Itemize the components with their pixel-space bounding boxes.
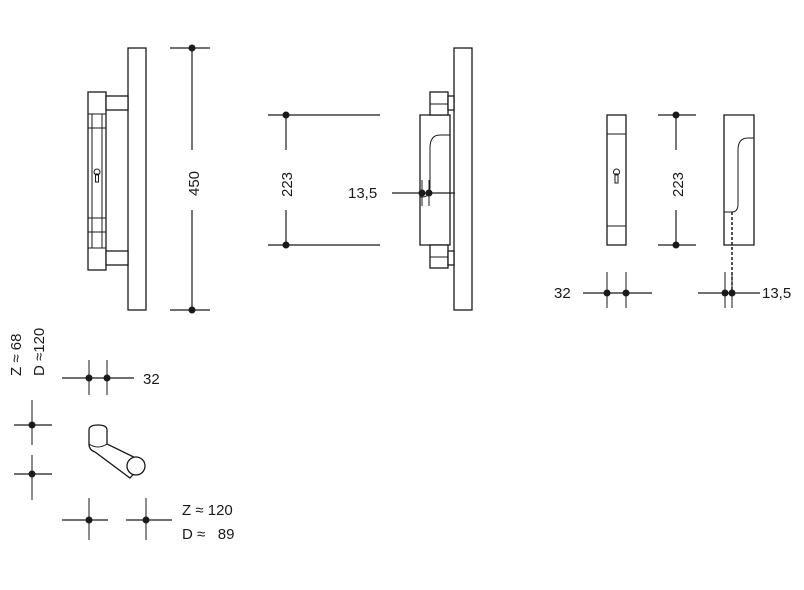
grip-top-shape	[88, 424, 146, 479]
dim-450: 450	[186, 171, 203, 196]
door-plate-mid	[453, 47, 473, 311]
dim-223-mid: 223	[279, 172, 296, 197]
dim-13-5-right: 13,5	[762, 285, 791, 302]
keyhole-icon	[93, 168, 101, 183]
dim-32-right: 32	[554, 285, 571, 302]
d-label-left: D ≈120	[31, 328, 48, 376]
dim-223-right: 223	[670, 172, 687, 197]
view-side-450: 450	[87, 44, 210, 314]
view-top: Z ≈ 68 D ≈120 32 Z ≈ 120 D ≈ 89	[8, 328, 234, 543]
door-plate	[127, 47, 147, 311]
dim-32-top: 32	[143, 371, 160, 388]
z-label-bottom: Z ≈ 120	[182, 502, 233, 519]
dim-13-5-mid: 13,5	[348, 185, 377, 202]
grip-front	[606, 114, 627, 246]
view-side-223: 223 13,5	[268, 47, 473, 311]
upper-standoff	[105, 95, 129, 111]
d-label-bottom: D ≈ 89	[182, 526, 234, 543]
keyhole-icon-right	[613, 168, 620, 184]
view-grip: 223 32 13,5	[554, 111, 791, 308]
handle-body	[87, 91, 107, 271]
z-label-left: Z ≈ 68	[8, 334, 25, 376]
grip-side-profile	[723, 114, 755, 246]
lower-standoff	[105, 250, 129, 266]
